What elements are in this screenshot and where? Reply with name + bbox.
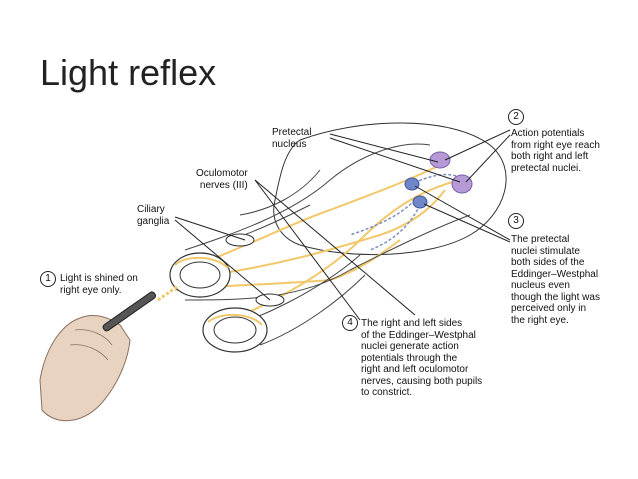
step-3-text: The pretectal nuclei stimulate both side…: [511, 234, 600, 326]
slide-title: Light reflex: [40, 52, 217, 93]
light-beam: [157, 284, 179, 302]
label-oculomotor-nerves: Oculomotor nerves (III): [196, 168, 248, 191]
step-4-marker: 4: [342, 315, 358, 331]
step-2-text: Action potentials from right eye reach b…: [511, 128, 600, 174]
step-1-text: Light is shined on right eye only.: [60, 273, 138, 296]
step-4-text: The right and left sides of the Eddinger…: [361, 318, 483, 398]
pretectal-nuclei: [429, 151, 473, 194]
right-eye: [169, 252, 231, 298]
ciliary-ganglia-shapes: [225, 233, 285, 307]
label-ciliary-ganglia: Ciliary ganglia: [137, 204, 170, 227]
step-2-marker: 2: [508, 109, 524, 125]
brain-outline: [273, 122, 507, 256]
leader-lines: [174, 129, 511, 321]
step-3-marker: 3: [508, 213, 524, 229]
hand-with-penlight: [39, 291, 157, 422]
step-1-marker: 1: [40, 271, 56, 287]
left-eye: [202, 307, 268, 353]
edinger-westphal-nuclei: [404, 177, 428, 209]
label-pretectal-nucleus: Pretectal nucleus: [272, 127, 312, 150]
